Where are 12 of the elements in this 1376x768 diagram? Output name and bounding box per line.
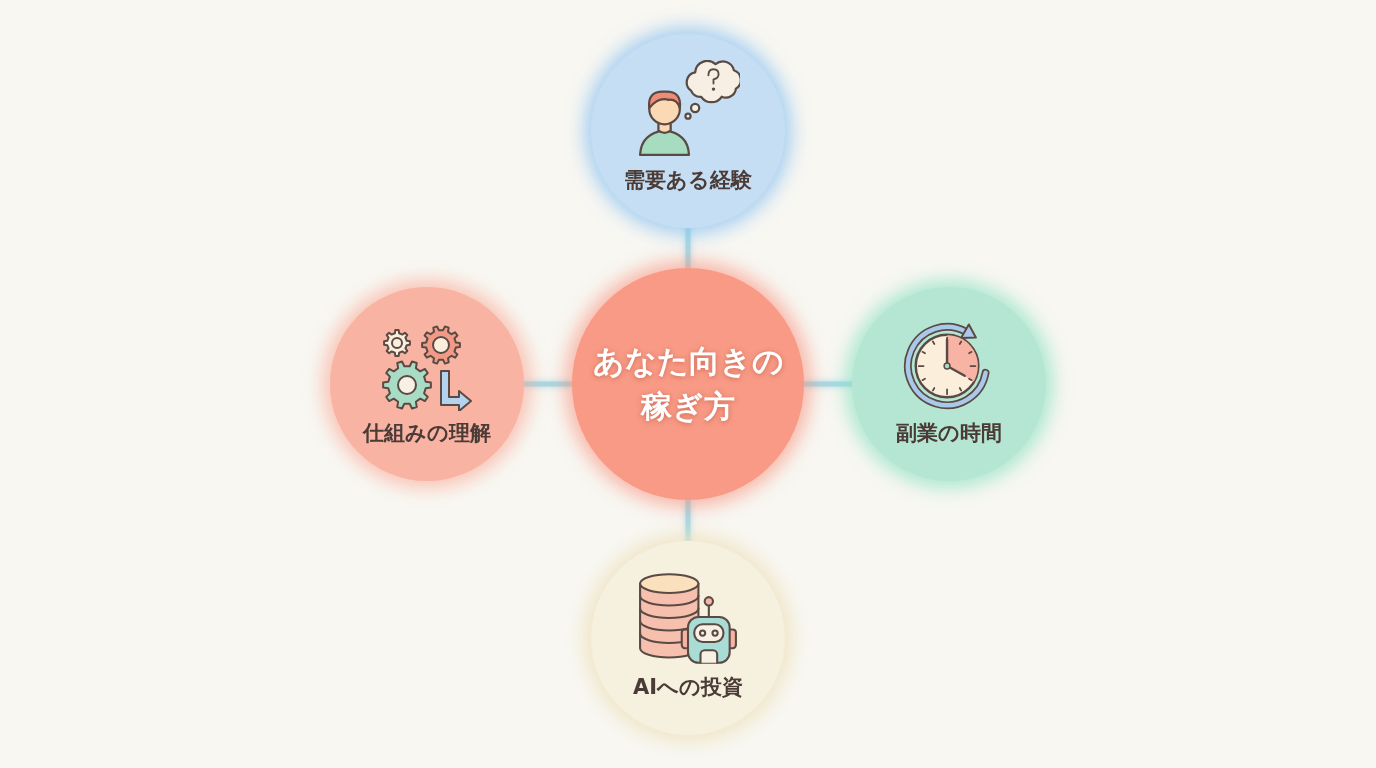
- node-label: 仕組みの理解: [363, 421, 491, 447]
- topic-circle: [591, 34, 785, 228]
- node-label: 需要ある経験: [624, 168, 752, 194]
- connector-line: [685, 497, 691, 544]
- hub-circle: [572, 268, 804, 500]
- node-label: AIへの投資: [632, 675, 744, 701]
- topic-circle: [852, 287, 1046, 481]
- topic-circle: [330, 287, 524, 481]
- topic-circle: [591, 541, 785, 735]
- node-label: 副業の時間: [896, 421, 1002, 447]
- hub-label: あなた向きの稼ぎ方: [591, 342, 785, 426]
- connector-line: [685, 225, 691, 271]
